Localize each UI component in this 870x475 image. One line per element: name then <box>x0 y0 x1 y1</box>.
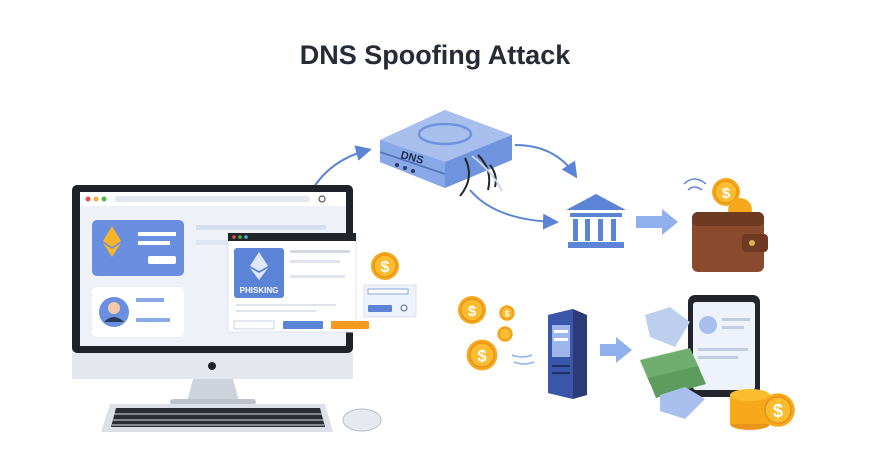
bank-icon <box>566 194 626 248</box>
phishing-window: PHISKING <box>227 233 417 333</box>
arrow-dns-to-bank <box>469 189 559 230</box>
svg-text:$: $ <box>722 185 731 202</box>
money-pile <box>640 307 706 419</box>
svg-text:$: $ <box>468 303 477 320</box>
keyboard <box>101 404 333 432</box>
dns-server-icon: DNS <box>379 110 512 197</box>
coins-group: $ $ $ <box>457 295 535 372</box>
arrow-computer-to-dns <box>311 145 372 191</box>
mouse <box>342 408 382 432</box>
arrow-bank-to-wallet <box>636 209 678 235</box>
svg-text:$: $ <box>773 401 783 421</box>
flow-arrows <box>311 144 578 230</box>
phone-icon <box>688 295 760 397</box>
coin-stack: $ <box>730 389 796 430</box>
arrow-server-to-loot <box>600 337 632 363</box>
phishing-label: PHISKING <box>240 286 279 295</box>
coin-icon: $ <box>370 251 400 281</box>
svg-text:$: $ <box>381 259 390 276</box>
dns-label: DNS <box>399 149 425 167</box>
wallet-icon: $ <box>683 177 768 272</box>
malicious-server-icon <box>548 309 587 399</box>
svg-text:$: $ <box>477 348 486 366</box>
diagram-title: DNS Spoofing Attack <box>299 40 571 70</box>
svg-text:$: $ <box>505 309 510 318</box>
arrow-dns-to-wallet <box>514 144 578 179</box>
